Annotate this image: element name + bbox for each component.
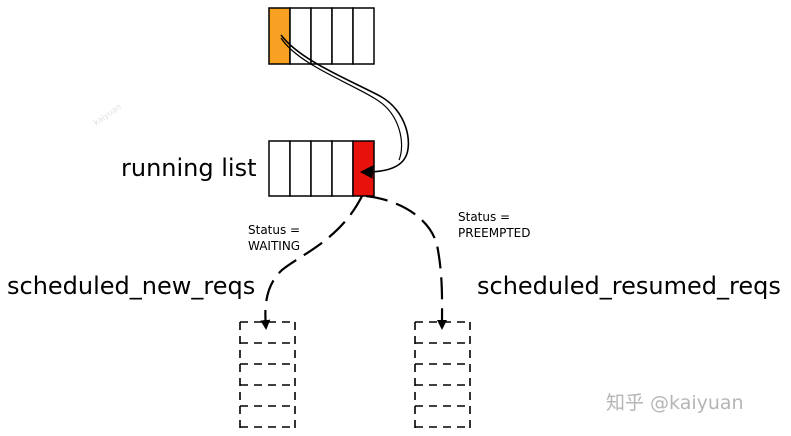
queue-cell (310, 7, 333, 65)
running-tail-cell (352, 140, 375, 197)
watermark: 知乎 @kaiyuan (606, 392, 744, 414)
running-cell (289, 140, 312, 197)
running-list (268, 140, 375, 197)
new-reqs-label: scheduled_new_reqs (7, 272, 256, 300)
waiting-status-line2: WAITING (248, 239, 301, 253)
running-cell (268, 140, 291, 197)
schedule-arrow (280, 34, 410, 179)
running-list-label: running list (121, 154, 257, 182)
queue-cell (289, 7, 312, 65)
preempted-status-line2: PREEMPTED (458, 226, 531, 240)
running-cell (310, 140, 333, 197)
waiting-arrow (260, 195, 363, 330)
waiting-queue (268, 7, 375, 65)
waiting-status-line1: Status = (248, 223, 301, 237)
resumed-reqs-label: scheduled_resumed_reqs (477, 272, 781, 300)
queue-cell (352, 7, 375, 65)
queue-cell (331, 7, 354, 65)
preempted-arrow (365, 194, 448, 330)
queue-head-cell (268, 7, 291, 65)
waiting-status-label: Status = WAITING (248, 222, 300, 254)
running-cell (331, 140, 354, 197)
preempted-status-label: Status = PREEMPTED (458, 209, 530, 241)
preempted-status-line1: Status = (458, 210, 511, 224)
resumed-reqs-queue (414, 321, 471, 428)
new-reqs-queue (239, 321, 296, 428)
